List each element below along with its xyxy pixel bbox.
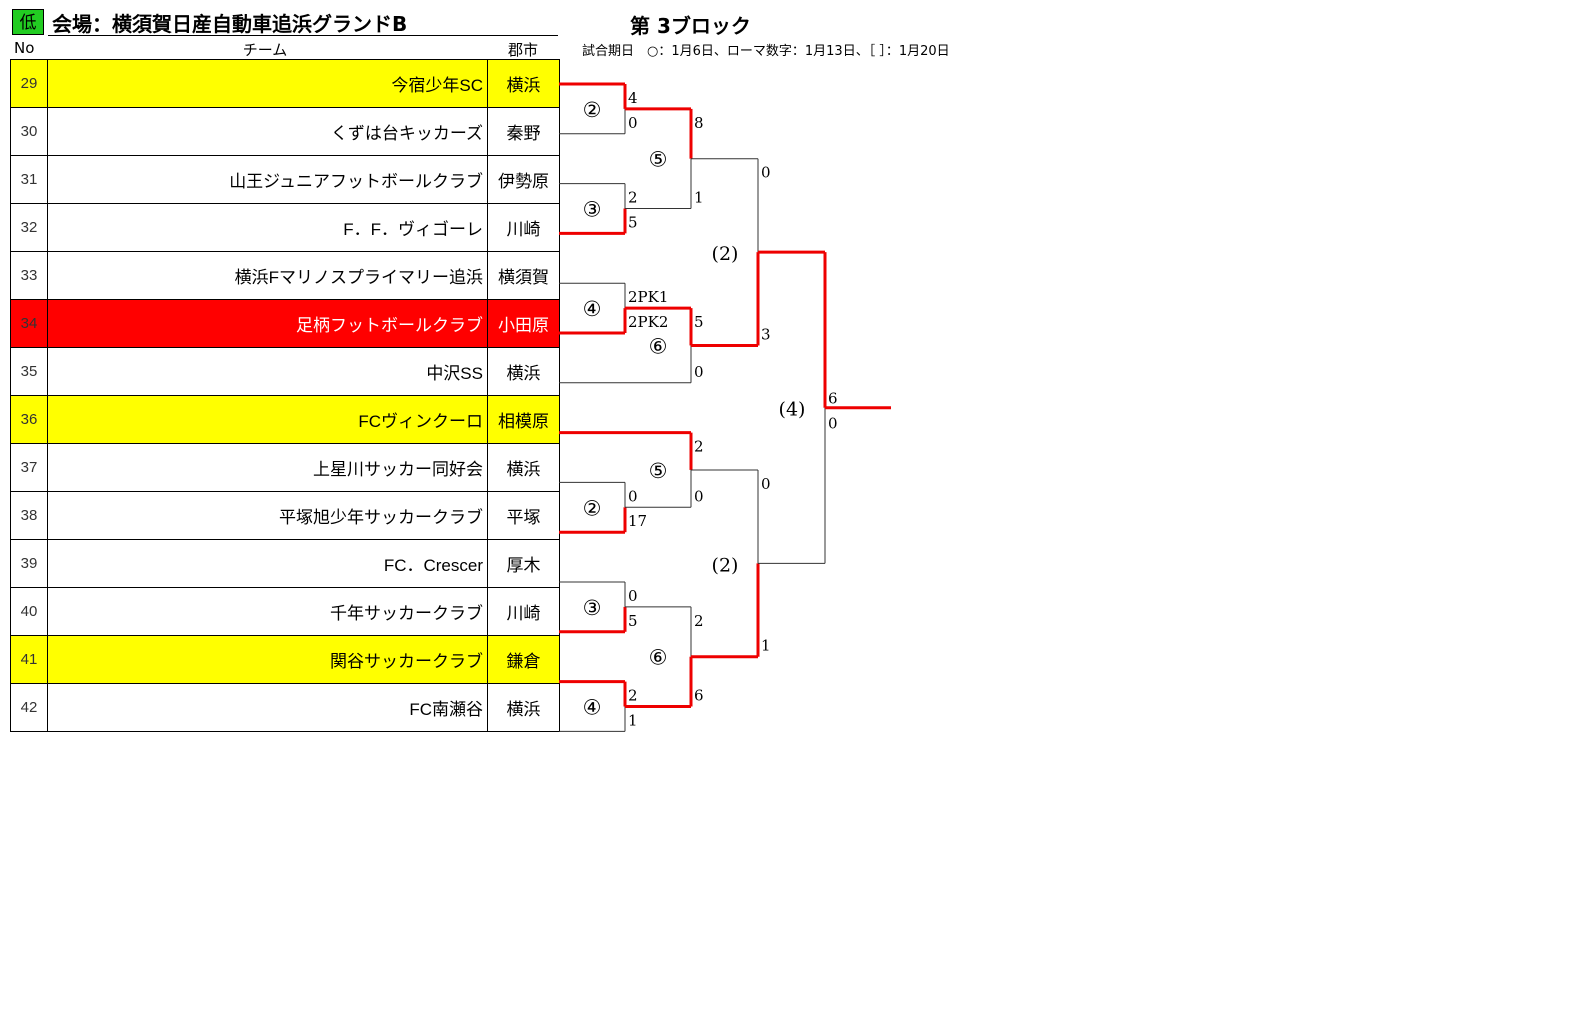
score-bottom: 6 (694, 687, 704, 705)
score-top: 0 (628, 487, 638, 505)
team-city: 平塚 (487, 491, 560, 540)
score-bottom: 0 (694, 487, 704, 505)
team-city: 秦野 (487, 107, 560, 156)
column-header-city: 郡市 (507, 41, 538, 59)
team-name: 足柄フットボールクラブ (47, 299, 488, 348)
score-bottom: 1 (761, 637, 771, 655)
score-top: 2 (694, 612, 704, 630)
team-name: FCヴィンクーロ (47, 395, 488, 444)
team-name: 今宿少年SC (47, 59, 488, 108)
score-top: 2 (694, 438, 704, 456)
score-bottom: 0 (628, 114, 638, 132)
team-name: FC南瀬谷 (47, 683, 488, 732)
team-city: 横浜 (487, 683, 560, 732)
score-bottom: 1 (694, 189, 704, 207)
round1-label: ③ (583, 198, 602, 222)
team-name: 千年サッカークラブ (47, 587, 488, 636)
round1-label: ④ (583, 696, 602, 720)
score-top: 2PK1 (628, 288, 668, 306)
column-header-no: No (14, 39, 35, 57)
score-bottom: 5 (628, 612, 638, 630)
team-number: 35 (10, 347, 48, 396)
team-city: 横須賀 (487, 251, 560, 300)
round1-label: ② (583, 98, 602, 122)
team-name: 山王ジュニアフットボールクラブ (47, 155, 488, 204)
team-city: 横浜 (487, 347, 560, 396)
score-top: 4 (628, 89, 638, 107)
score-bottom: 1 (628, 711, 638, 729)
final-label: (4) (779, 399, 806, 421)
level-badge: 低 (12, 9, 44, 35)
score-top: 2 (628, 687, 638, 705)
round2-label: ⑤ (649, 148, 668, 172)
score-top: 0 (761, 475, 771, 493)
score-top: 5 (694, 313, 704, 331)
score-bottom: 5 (628, 213, 638, 231)
team-city: 相模原 (487, 395, 560, 444)
score-top: 6 (828, 390, 838, 408)
score-top: 2 (628, 189, 638, 207)
team-city: 横浜 (487, 443, 560, 492)
score-top: 0 (628, 587, 638, 605)
team-number: 42 (10, 683, 48, 732)
team-name: くずは台キッカーズ (47, 107, 488, 156)
score-bottom: 0 (694, 363, 704, 381)
round1-label: ④ (583, 297, 602, 321)
team-city: 厚木 (487, 539, 560, 588)
team-name: 横浜Fマリノスプライマリー追浜 (47, 251, 488, 300)
team-name: FC．Crescer (47, 539, 488, 588)
team-number: 32 (10, 203, 48, 252)
score-top: 8 (694, 114, 704, 132)
score-bottom: 0 (828, 415, 838, 433)
round2-label: ⑥ (649, 334, 668, 358)
round2-label: ⑥ (649, 646, 668, 670)
score-top: 0 (761, 164, 771, 182)
round1-label: ③ (583, 596, 602, 620)
team-number: 38 (10, 491, 48, 540)
score-bottom: 2PK2 (628, 313, 668, 331)
block-title: 第 3ブロック (630, 14, 751, 38)
round1-label: ② (583, 496, 602, 520)
score-bottom: 3 (761, 325, 771, 343)
team-number: 36 (10, 395, 48, 444)
schedule-note: 試合期日 ○：1月6日、ローマ数字：1月13日、［ ］：1月20日 (582, 44, 950, 59)
team-city: 鎌倉 (487, 635, 560, 684)
title-underline (48, 35, 558, 36)
team-number: 41 (10, 635, 48, 684)
column-header-team: チーム (242, 41, 288, 59)
round3-label: (2) (712, 554, 739, 576)
round2-label: ⑤ (649, 459, 668, 483)
team-city: 小田原 (487, 299, 560, 348)
venue-title: 会場：横須賀日産自動車追浜グランドB (52, 12, 408, 36)
team-number: 34 (10, 299, 48, 348)
team-number: 39 (10, 539, 48, 588)
team-name: 中沢SS (47, 347, 488, 396)
score-bottom: 17 (628, 512, 647, 530)
team-city: 川崎 (487, 587, 560, 636)
team-name: 関谷サッカークラブ (47, 635, 488, 684)
round3-label: (2) (712, 243, 739, 265)
